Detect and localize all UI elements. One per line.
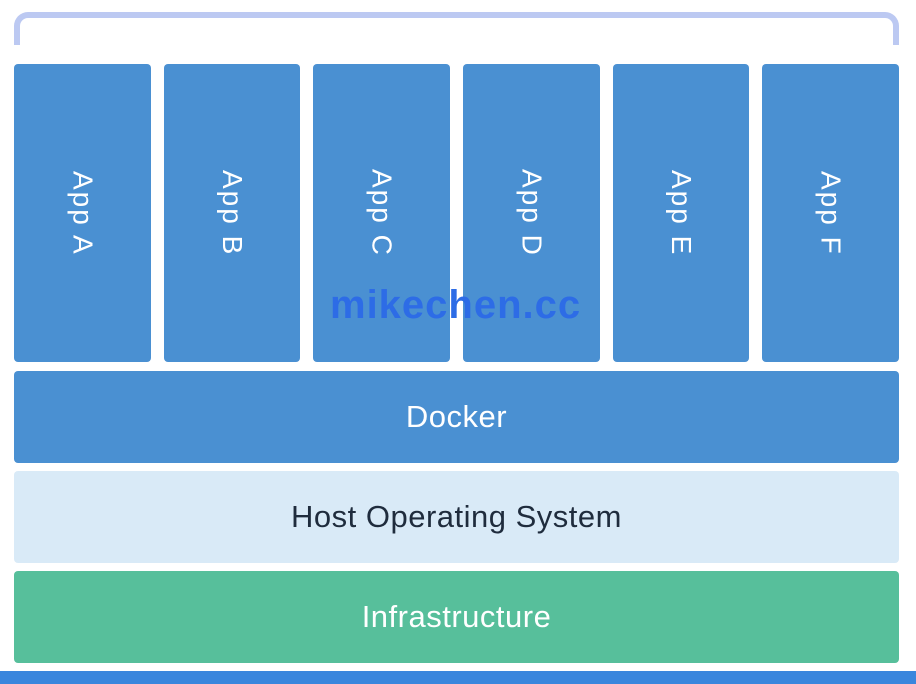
host-os-label: Host Operating System xyxy=(291,499,622,534)
apps-row: App A App B App C App D App E App F xyxy=(14,64,900,362)
app-bar-f: App F xyxy=(762,64,900,362)
app-bar-a: App A xyxy=(14,64,151,362)
top-bracket xyxy=(14,12,899,45)
app-bar-e: App E xyxy=(612,64,750,362)
app-d-label: App D xyxy=(516,169,548,257)
infrastructure-label: Infrastructure xyxy=(361,599,552,634)
app-a-label: App A xyxy=(67,170,99,256)
app-bar-b: App B xyxy=(163,64,301,362)
docker-label: Docker xyxy=(405,399,508,434)
app-bar-d: App D xyxy=(463,64,600,362)
infrastructure-layer: Infrastructure xyxy=(14,571,899,663)
app-b-label: App B xyxy=(217,169,248,257)
app-e-label: App E xyxy=(666,169,698,257)
docker-layer: Docker xyxy=(14,371,899,463)
app-c-label: App C xyxy=(366,169,398,257)
bottom-strip xyxy=(0,671,916,684)
host-os-layer: Host Operating System xyxy=(14,471,899,563)
app-bar-c: App C xyxy=(313,64,451,362)
watermark: mikechen.cc xyxy=(330,283,582,327)
app-f-label: App F xyxy=(815,170,847,256)
